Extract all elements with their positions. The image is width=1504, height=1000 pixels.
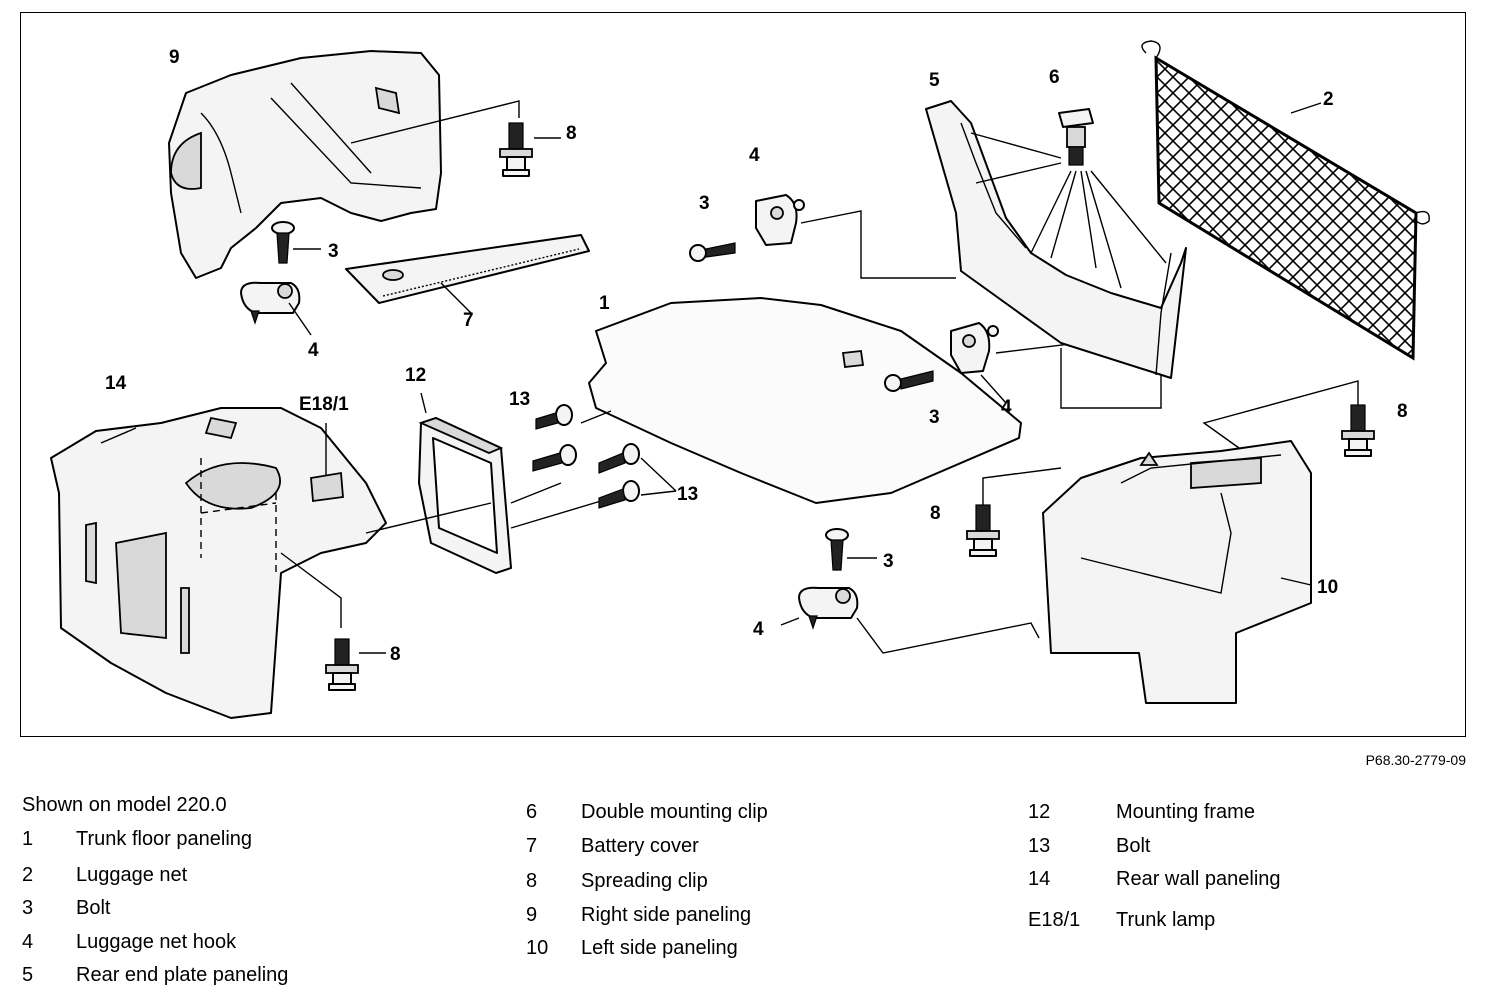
battery-cover-part xyxy=(345,234,590,314)
legend-label: Left side paneling xyxy=(581,937,738,959)
callout-10: 10 xyxy=(1317,577,1338,598)
luggage-net-hook-bottom-middle xyxy=(780,586,859,630)
bolt-mounting-frame-4 xyxy=(598,480,640,509)
legend-number: 8 xyxy=(526,870,538,892)
legend-label: Rear wall paneling xyxy=(1116,868,1281,890)
legend-label: Trunk floor paneling xyxy=(76,828,253,850)
trunk-lamp-part xyxy=(310,423,344,503)
legend-label: Luggage net hook xyxy=(76,931,237,953)
bolt-mounting-frame-1 xyxy=(535,404,573,430)
callout-3-bottom: 3 xyxy=(883,551,894,572)
double-mounting-clip-part xyxy=(970,108,1167,289)
legend-label: Bolt xyxy=(1116,835,1151,857)
trunk-floor-paneling-part xyxy=(588,297,1022,504)
callout-2: 2 xyxy=(1323,89,1334,110)
callout-4-bottom: 4 xyxy=(753,619,764,640)
diagram-frame: 9 8 3 4 7 4 3 1 5 6 2 3 4 8 14 E18/1 12 … xyxy=(20,12,1466,737)
callout-6: 6 xyxy=(1049,67,1060,88)
right-side-paneling-part xyxy=(168,50,442,279)
luggage-net-part xyxy=(1141,40,1430,361)
callout-7: 7 xyxy=(463,310,474,331)
bolt-mounting-frame-3 xyxy=(598,443,640,474)
legend-label: Battery cover xyxy=(581,835,699,857)
callout-8-right: 8 xyxy=(1397,401,1408,422)
left-side-paneling-part xyxy=(1042,440,1312,704)
callout-8-bottom-left: 8 xyxy=(390,644,401,665)
callout-14: 14 xyxy=(105,373,127,394)
bolt-middle-upper xyxy=(689,242,736,262)
legend-number: 1 xyxy=(22,828,34,850)
callout-3-middle-lower: 3 xyxy=(929,407,940,428)
bolt-bottom-middle xyxy=(825,528,877,571)
legend-number: 7 xyxy=(526,835,538,857)
legend-label: Mounting frame xyxy=(1116,801,1255,823)
legend-label: Right side paneling xyxy=(581,904,752,926)
legend-number: 12 xyxy=(1028,801,1051,823)
luggage-net-hook-middle-lower xyxy=(950,322,1007,404)
figure-reference-code: P68.30-2779-09 xyxy=(1365,752,1466,768)
callout-9: 9 xyxy=(169,47,180,68)
callout-8-middle: 8 xyxy=(930,503,941,524)
legend-label: Bolt xyxy=(76,897,111,919)
legend-number: 5 xyxy=(22,964,34,986)
callout-12: 12 xyxy=(405,365,426,386)
callout-1: 1 xyxy=(599,293,610,314)
callout-8-top: 8 xyxy=(566,123,577,144)
legend-number: 2 xyxy=(22,864,34,886)
rear-wall-paneling-part xyxy=(50,407,387,719)
legend-number: 3 xyxy=(22,897,34,919)
legend-number: 4 xyxy=(22,931,34,953)
spreading-clip-bottom-left xyxy=(325,638,386,691)
legend-number: 14 xyxy=(1028,868,1051,890)
legend-label: Luggage net xyxy=(76,864,188,886)
callout-4-middle-lower: 4 xyxy=(1001,397,1012,418)
callout-4-middle-upper: 4 xyxy=(749,145,760,166)
bolt-left xyxy=(271,221,321,264)
callout-13-lower: 13 xyxy=(677,484,698,505)
callout-3-middle-upper: 3 xyxy=(699,193,710,214)
callout-3-left: 3 xyxy=(328,241,339,262)
legend-number: E18/1 xyxy=(1028,909,1081,931)
rear-end-plate-paneling-part xyxy=(925,100,1187,379)
spreading-clip-top xyxy=(499,122,561,177)
legend-label: Spreading clip xyxy=(581,870,708,892)
legend-label: Rear end plate paneling xyxy=(76,964,289,986)
callout-13-upper: 13 xyxy=(509,389,530,410)
luggage-net-hook-left xyxy=(240,281,312,336)
exploded-view-drawing: 9 8 3 4 7 4 3 1 5 6 2 3 4 8 14 E18/1 12 … xyxy=(50,40,1430,719)
legend-number: 6 xyxy=(526,801,538,823)
spreading-clip-middle xyxy=(966,467,1062,557)
bolt-middle-lower xyxy=(884,370,934,392)
bolt-mounting-frame-2 xyxy=(532,444,577,472)
legend-label: Double mounting clip xyxy=(581,801,768,823)
callout-5: 5 xyxy=(929,70,940,91)
legend-number: 9 xyxy=(526,904,538,926)
legend-number: 13 xyxy=(1028,835,1051,857)
luggage-net-hook-middle-upper xyxy=(755,194,805,246)
legend-label: Trunk lamp xyxy=(1116,909,1216,931)
mounting-frame-part xyxy=(365,392,612,574)
legend-number: 10 xyxy=(526,937,549,959)
spreading-clip-right xyxy=(1202,380,1375,457)
figure-caption: Shown on model 220.0 xyxy=(22,794,227,816)
callout-4-left: 4 xyxy=(308,340,319,361)
callout-e18-1: E18/1 xyxy=(299,394,349,415)
